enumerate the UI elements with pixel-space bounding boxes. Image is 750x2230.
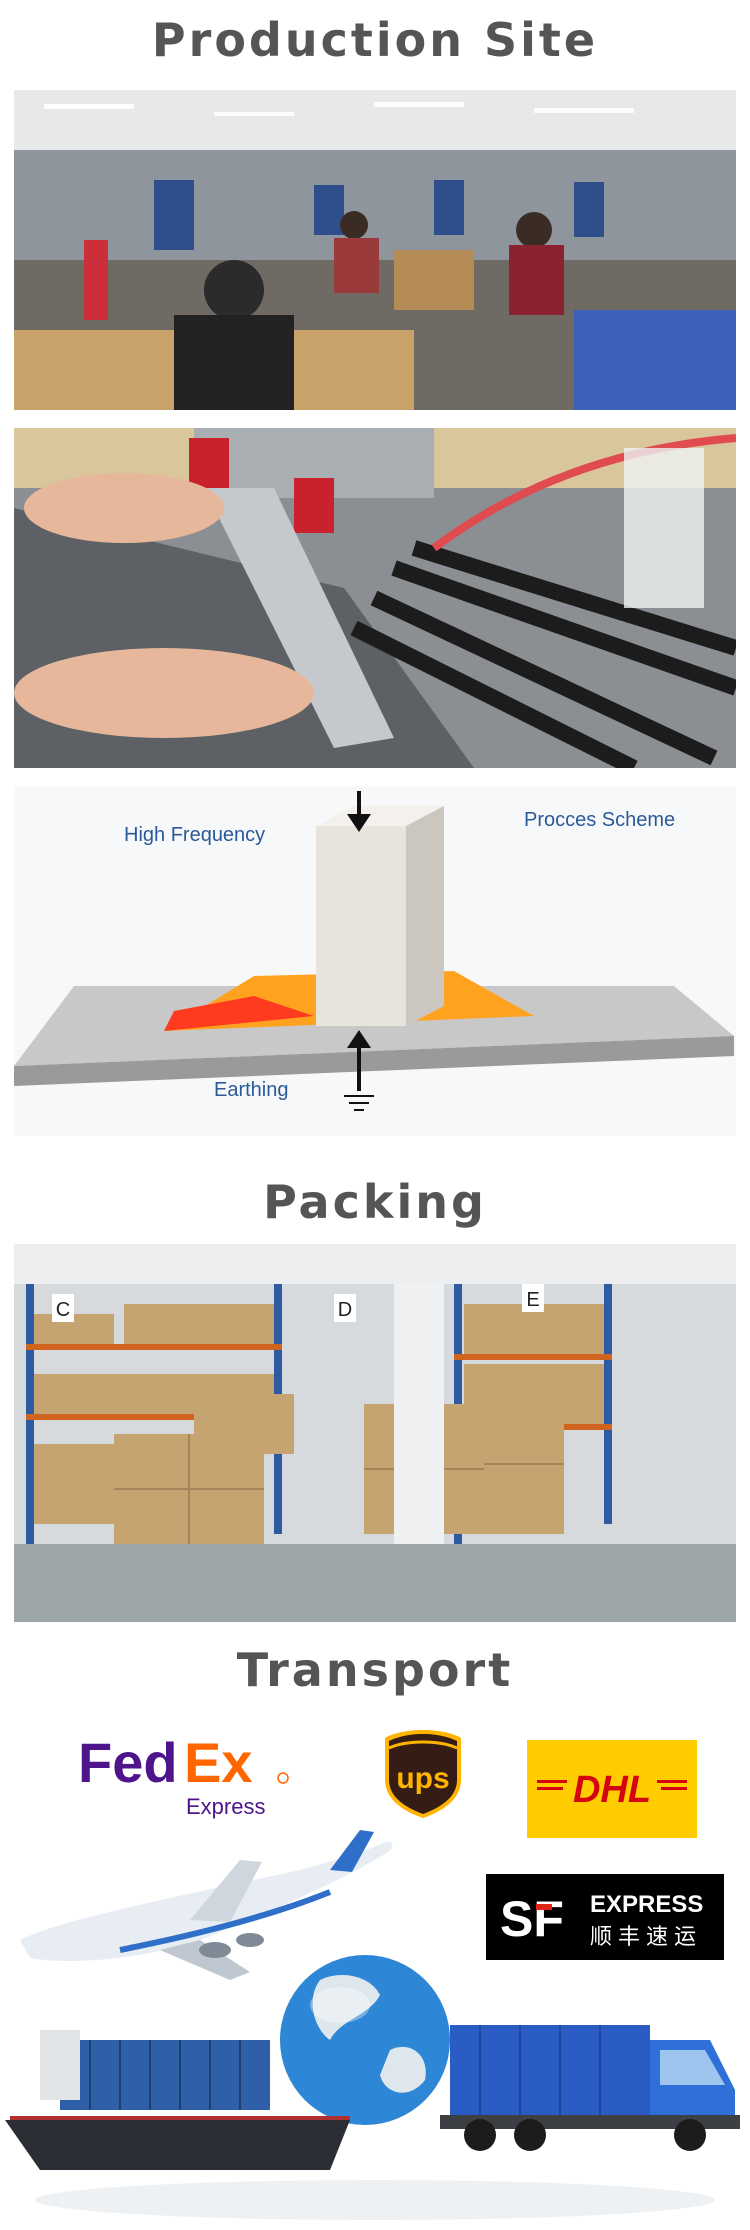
process-scheme-label: Procces Scheme [524,809,675,831]
sf-mark-text: SF [500,1891,564,1947]
production-site-title: Production Site [151,13,599,67]
fedex-ex-text: Ex [184,1731,253,1794]
fedex-express-text: Express [186,1794,265,1819]
warehouse-photo: C D E [14,1244,736,1622]
fedex-logo: Fed Ex Express [78,1730,298,1820]
dhl-logo: DHL [527,1740,697,1838]
ups-logo: ups [383,1728,463,1820]
ups-text: ups [396,1762,449,1795]
packing-title: Packing [263,1175,487,1229]
shelf-label-c: C [56,1299,70,1321]
truck-icon [440,2025,740,2151]
fedex-fed-text: Fed [78,1731,178,1794]
sf-express-text: EXPRESS [590,1891,703,1918]
transport-illustration [0,1800,750,2230]
high-frequency-label: High Frequency [124,824,265,846]
earthing-label: Earthing [214,1079,289,1101]
welding-closeup-photo [14,428,736,768]
shelf-label-e: E [526,1289,539,1311]
sf-chinese-text: 顺丰速运 [590,1925,702,1950]
sf-express-logo: SF EXPRESS 顺丰速运 [486,1874,724,1960]
process-scheme-diagram: High Frequency Procces Scheme Earthing [14,786,736,1136]
ship-icon [5,2030,350,2170]
shelf-label-d: D [338,1299,352,1321]
globe-icon [280,1955,450,2125]
airplane-icon [20,1830,393,1980]
dhl-text: DHL [573,1769,651,1811]
factory-floor-photo [14,90,736,410]
transport-title: Transport [236,1643,514,1697]
